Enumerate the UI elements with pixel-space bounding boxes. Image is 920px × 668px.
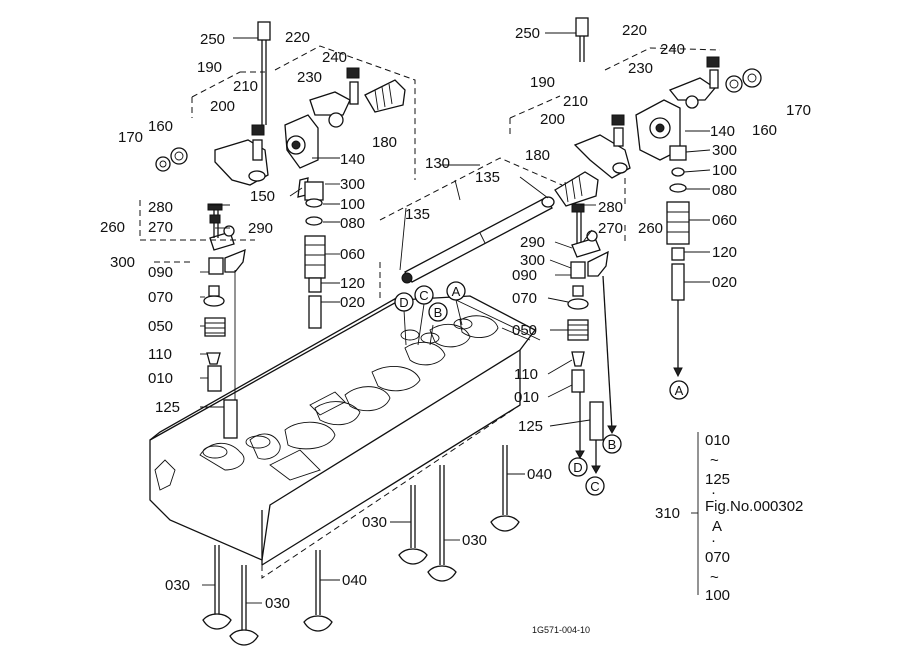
part-label: 110 <box>148 346 172 363</box>
part-label: 040 <box>527 466 552 483</box>
circle-letter-b: B <box>608 437 617 452</box>
part-label: 120 <box>712 244 737 261</box>
part-label: 250 <box>200 31 225 48</box>
left-rocker-assembly <box>155 21 406 329</box>
circle-letter-b: B <box>434 305 443 320</box>
part-label: 190 <box>530 74 555 91</box>
circle-letter-c: C <box>419 288 428 303</box>
right-rocker-assembly <box>554 17 762 378</box>
ref-fig-number: Fig.No.000302 <box>705 498 803 515</box>
part-label: 250 <box>515 25 540 42</box>
part-label: 050 <box>148 318 173 335</box>
part-label: 180 <box>372 134 397 151</box>
part-label: 270 <box>148 219 173 236</box>
part-labels: 250 220 240 230 190 210 200 180 170 160 … <box>100 22 811 612</box>
part-label: 040 <box>342 572 367 589</box>
leader-lines <box>200 32 711 604</box>
part-label: 135 <box>475 169 500 186</box>
ref-dot: · <box>711 532 716 549</box>
part-label: 080 <box>340 215 365 232</box>
part-label: 070 <box>512 290 537 307</box>
part-label: 300 <box>520 252 545 269</box>
part-label: 080 <box>712 182 737 199</box>
circle-letter-d: D <box>573 460 582 475</box>
part-label: 200 <box>540 111 565 128</box>
part-label: 030 <box>165 577 190 594</box>
ref-line-a: A <box>712 518 722 535</box>
circle-letter-a: A <box>452 284 461 299</box>
part-label: 135 <box>405 206 430 223</box>
part-label: 210 <box>563 93 588 110</box>
circle-letter-d: D <box>399 295 408 310</box>
part-label: 110 <box>514 366 538 383</box>
part-label: 130 <box>425 155 450 172</box>
part-label: 260 <box>100 219 125 236</box>
circle-letter-a: A <box>675 383 684 398</box>
ref-line-010: 010 <box>705 432 730 449</box>
part-label: 160 <box>752 122 777 139</box>
part-label: 180 <box>525 147 550 164</box>
part-label: 210 <box>233 78 258 95</box>
part-label: 020 <box>340 294 365 311</box>
drawing-code: 1G571-004-10 <box>532 625 590 635</box>
part-label: 300 <box>110 254 135 271</box>
cylinder-head <box>149 295 536 579</box>
group-outlines <box>139 45 721 300</box>
reference-block: 010 ~ 125 · Fig.No.000302 A · 070 ~ 100 <box>705 432 803 604</box>
part-label: 030 <box>462 532 487 549</box>
part-label: 170 <box>118 129 143 146</box>
rocker-shaft <box>401 196 555 284</box>
part-label: 230 <box>297 69 322 86</box>
part-label: 170 <box>786 102 811 119</box>
part-label: 230 <box>628 60 653 77</box>
part-label: 030 <box>265 595 290 612</box>
part-label: 010 <box>514 389 539 406</box>
part-label: 060 <box>712 212 737 229</box>
part-label: 090 <box>512 267 537 284</box>
part-label: 125 <box>155 399 180 416</box>
part-label: 280 <box>598 199 623 216</box>
part-label: 290 <box>520 234 545 251</box>
valves <box>202 445 520 646</box>
part-label: 280 <box>148 199 173 216</box>
part-label: 240 <box>660 41 685 58</box>
ref-line-125: 125 <box>705 471 730 488</box>
part-label: 160 <box>148 118 173 135</box>
part-label: 150 <box>250 188 275 205</box>
circle-letter-c: C <box>590 479 599 494</box>
part-label: 190 <box>197 59 222 76</box>
ref-line-070: 070 <box>705 549 730 566</box>
part-label: 090 <box>148 264 173 281</box>
part-label: 290 <box>248 220 273 237</box>
ref-tilde: ~ <box>710 452 719 469</box>
part-label: 070 <box>148 289 173 306</box>
left-valve-stack <box>203 203 246 439</box>
part-label: 310 <box>655 505 680 522</box>
part-label: 010 <box>148 370 173 387</box>
part-label: 220 <box>622 22 647 39</box>
part-label: 140 <box>340 151 365 168</box>
right-valve-stack <box>567 203 617 475</box>
part-label: 220 <box>285 29 310 46</box>
part-label: 030 <box>362 514 387 531</box>
part-label: 140 <box>710 123 735 140</box>
part-label: 300 <box>712 142 737 159</box>
part-label: 100 <box>712 162 737 179</box>
part-label: 125 <box>518 418 543 435</box>
part-label: 300 <box>340 176 365 193</box>
ref-dot: · <box>711 484 716 501</box>
part-label: 100 <box>340 196 365 213</box>
circle-markers: A B C D A B C D <box>394 281 689 496</box>
part-label: 200 <box>210 98 235 115</box>
part-label: 260 <box>638 220 663 237</box>
part-label: 240 <box>322 49 347 66</box>
part-label: 060 <box>340 246 365 263</box>
part-label: 120 <box>340 275 365 292</box>
part-label: 050 <box>512 322 537 339</box>
part-label: 020 <box>712 274 737 291</box>
ref-tilde: ~ <box>710 569 719 586</box>
ref-line-100: 100 <box>705 587 730 604</box>
part-label: 270 <box>598 220 623 237</box>
